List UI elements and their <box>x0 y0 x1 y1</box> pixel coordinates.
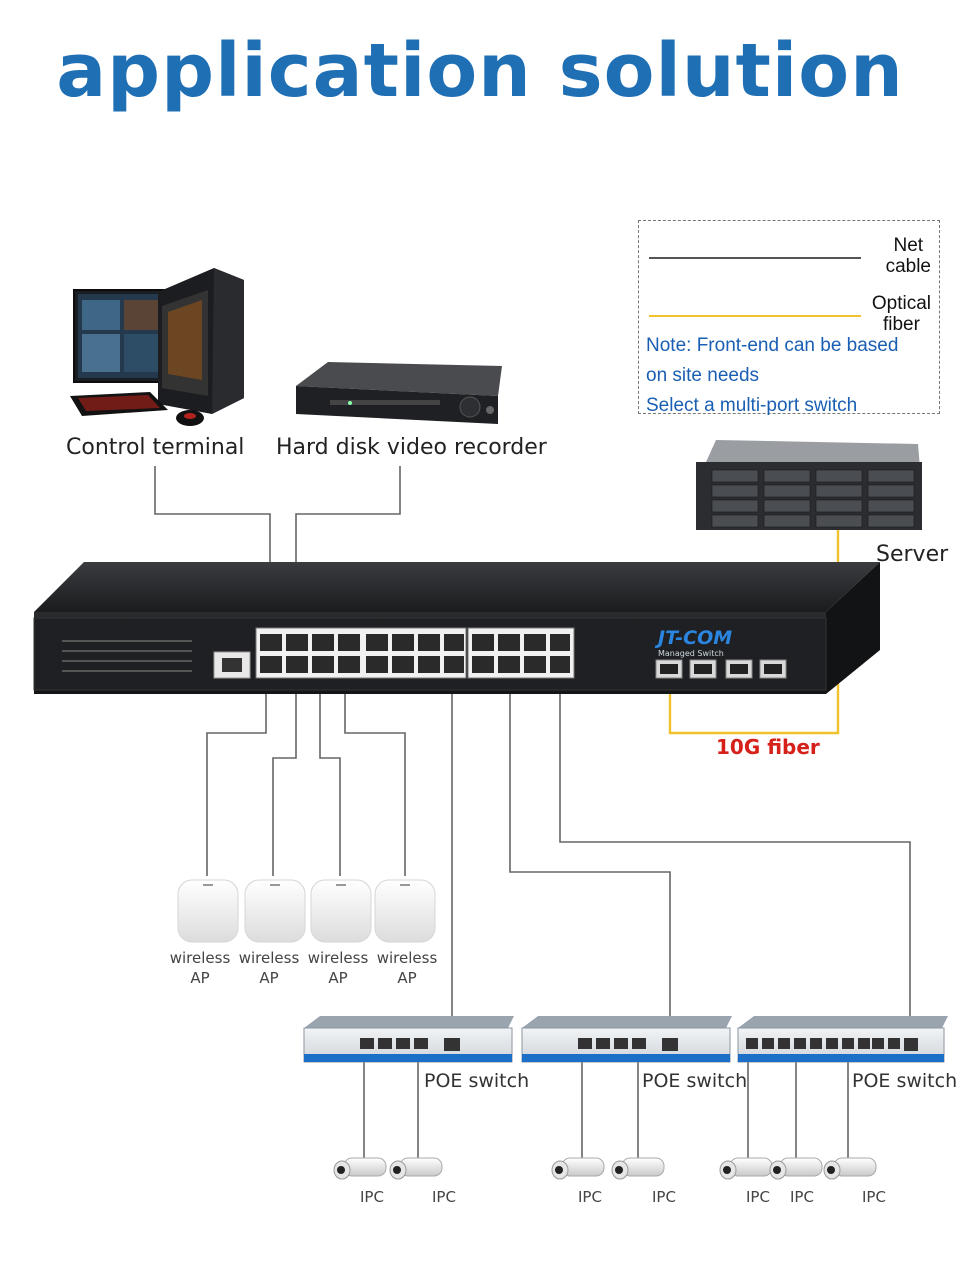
wireless-ap-icon <box>177 879 239 943</box>
wireless-ap-icon <box>374 879 436 943</box>
ipc-camera-icon <box>823 1157 877 1180</box>
optical-fiber-legend-label: Optical fiber <box>871 293 931 335</box>
fiber-label: 10G fiber <box>716 735 820 759</box>
poe-switch-icon <box>737 1016 948 1063</box>
server-label: Server <box>876 542 949 567</box>
wireless-ap-label: wireless AP <box>307 949 369 987</box>
legend-box: Net cable Optical fiber Note: Front-end … <box>638 220 940 416</box>
poe-switch-label: POE switch <box>642 1070 748 1092</box>
server-icon <box>696 440 922 530</box>
ipc-camera-icon <box>719 1157 773 1180</box>
wireless-ap-icon <box>244 879 306 943</box>
control-terminal-label: Control terminal <box>66 435 245 460</box>
wireless-ap-label: wireless AP <box>169 949 231 987</box>
nvr-icon <box>296 362 502 424</box>
ipc-label: IPC <box>578 1188 602 1206</box>
ipc-camera-icon <box>389 1157 443 1180</box>
poe-switch-icon <box>303 1016 514 1063</box>
net-cable-lines <box>154 466 911 1160</box>
ipc-label: IPC <box>862 1188 886 1206</box>
switch-brand-label: JT-COM <box>654 627 732 649</box>
net-cable-legend-label: Net cable <box>885 235 931 277</box>
legend-note-line: Note: Front-end can be based <box>646 335 899 356</box>
ipc-camera-icon <box>769 1157 823 1180</box>
optical-fiber-swatch <box>649 315 861 317</box>
poe-switch-label: POE switch <box>424 1070 530 1092</box>
ipc-camera-icon <box>611 1157 665 1180</box>
switch-model-label: Managed Switch <box>658 649 724 658</box>
control-terminal-icon <box>70 268 244 426</box>
net-cable-swatch <box>649 257 861 259</box>
poe-switch-icons <box>303 1016 948 1063</box>
poe-switch-label: POE switch <box>852 1070 958 1092</box>
wireless-ap-icon <box>310 879 372 943</box>
nvr-label: Hard disk video recorder <box>276 435 547 460</box>
legend-note-line: on site needs <box>646 365 760 386</box>
ipc-label: IPC <box>360 1188 384 1206</box>
ipc-camera-icons <box>333 1157 877 1180</box>
wireless-ap-label: wireless AP <box>238 949 300 987</box>
ipc-label: IPC <box>432 1188 456 1206</box>
legend-note-line: Select a multi-port switch <box>646 395 858 416</box>
managed-switch-icon <box>33 562 880 694</box>
ipc-camera-icon <box>333 1157 387 1180</box>
poe-switch-icon <box>521 1016 732 1063</box>
ipc-label: IPC <box>790 1188 814 1206</box>
ipc-camera-icon <box>551 1157 605 1180</box>
ipc-label: IPC <box>652 1188 676 1206</box>
page-title: application solution <box>56 28 904 114</box>
ipc-label: IPC <box>746 1188 770 1206</box>
wireless-ap-icons <box>177 879 436 943</box>
wireless-ap-label: wireless AP <box>376 949 438 987</box>
